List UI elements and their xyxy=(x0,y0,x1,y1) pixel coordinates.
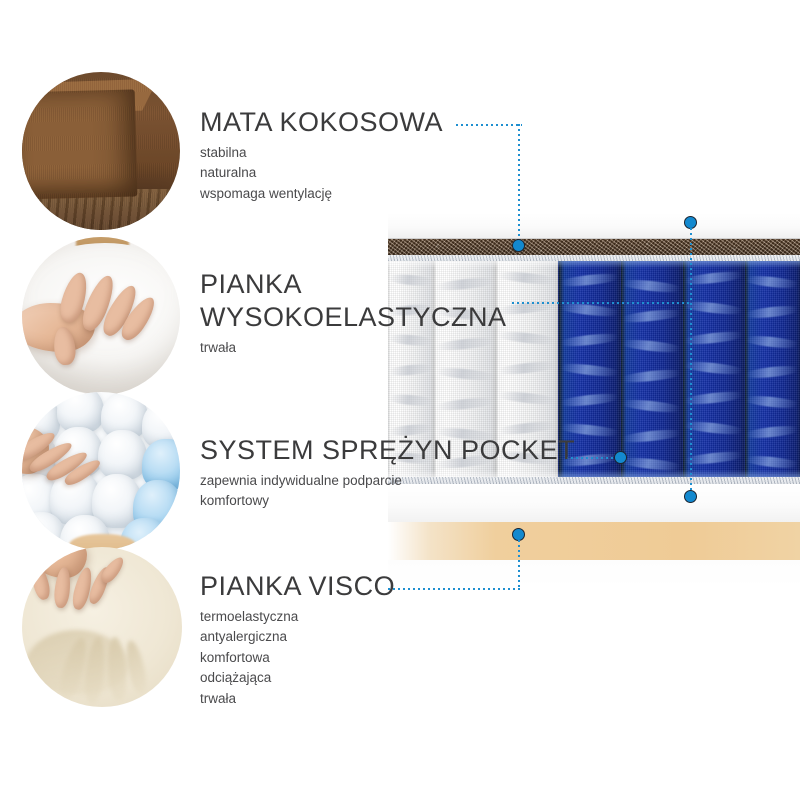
spring-blue xyxy=(558,261,620,477)
layer-bottom-cover xyxy=(388,560,800,588)
feature-item: zapewnia indywidualne podparcie xyxy=(200,472,402,488)
label-pocket-springs-features: zapewnia indywidualne podparcie komforto… xyxy=(200,471,575,512)
label-pocket-springs: SYSTEM SPRĘŻYN POCKET zapewnia indywidua… xyxy=(200,434,575,512)
visco-foam-photo xyxy=(22,547,182,707)
hand-on-springs xyxy=(22,408,126,500)
spring-blue xyxy=(744,261,800,477)
mattress-cross-section xyxy=(388,213,800,588)
spring-blue xyxy=(682,261,744,477)
spring-white xyxy=(496,261,558,477)
spring-white xyxy=(434,261,496,477)
connector-top-cover-vertical xyxy=(690,228,692,496)
label-visco: PIANKA VISCO termoelastyczna antyalergic… xyxy=(200,570,395,710)
hand-pressing-foam xyxy=(22,265,180,376)
spring-blue xyxy=(620,261,682,477)
label-visco-title: PIANKA VISCO xyxy=(200,571,396,601)
layer-visco-foam xyxy=(388,522,800,560)
feature-item: termoelastyczna xyxy=(200,608,299,624)
feature-item: komfortowa xyxy=(200,649,270,665)
fiber-texture xyxy=(22,72,180,230)
feature-item: odciążająca xyxy=(200,670,272,686)
label-high-elastic-foam-features: trwała xyxy=(200,338,507,359)
label-pocket-springs-title: SYSTEM SPRĘŻYN POCKET xyxy=(200,435,576,465)
label-coconut-features: stabilna naturalna wspomaga wentylację xyxy=(200,143,443,205)
connector-highelastic-horizontal xyxy=(512,302,692,304)
layer-coconut-mat xyxy=(388,238,800,256)
label-high-elastic-foam-title: PIANKA WYSOKOELASTYCZNA xyxy=(200,269,507,332)
feature-item: trwała xyxy=(200,339,237,355)
marker-pocket-springs xyxy=(614,451,627,464)
spring-white xyxy=(388,261,434,477)
pocket-springs-photo xyxy=(22,392,180,550)
hand-above-visco-foam xyxy=(28,547,150,630)
photo-backdrop xyxy=(69,534,136,550)
marker-coconut xyxy=(512,239,525,252)
marker-bottom-foam xyxy=(684,490,697,503)
label-coconut: MATA KOKOSOWA stabilna naturalna wspomag… xyxy=(200,106,443,204)
label-coconut-title: MATA KOKOSOWA xyxy=(200,107,444,137)
connector-visco-vertical xyxy=(518,540,520,590)
label-high-elastic-foam: PIANKA WYSOKOELASTYCZNA trwała xyxy=(200,268,507,358)
connector-visco-horizontal xyxy=(388,588,520,590)
feature-item: antyalergiczna xyxy=(200,629,288,645)
layer-pocket-spring-core xyxy=(388,261,800,477)
layer-bottom-foam xyxy=(388,484,800,522)
label-visco-features: termoelastyczna antyalergiczna komfortow… xyxy=(200,607,395,710)
high-elastic-foam-photo xyxy=(22,237,180,395)
feature-item: komfortowy xyxy=(200,493,270,509)
feature-item: wspomaga wentylację xyxy=(200,185,333,201)
layer-fleece-bottom xyxy=(388,477,800,484)
feature-item: stabilna xyxy=(200,144,247,160)
feature-item: trwała xyxy=(200,691,237,706)
feature-item: naturalna xyxy=(200,165,257,181)
coconut-mat-photo xyxy=(22,72,180,230)
layer-fleece-top xyxy=(388,255,800,261)
layer-top-cover xyxy=(388,213,800,238)
connector-coconut-vertical xyxy=(518,124,520,246)
connector-pocket-horizontal xyxy=(566,457,622,459)
connector-coconut-horizontal xyxy=(456,124,522,126)
